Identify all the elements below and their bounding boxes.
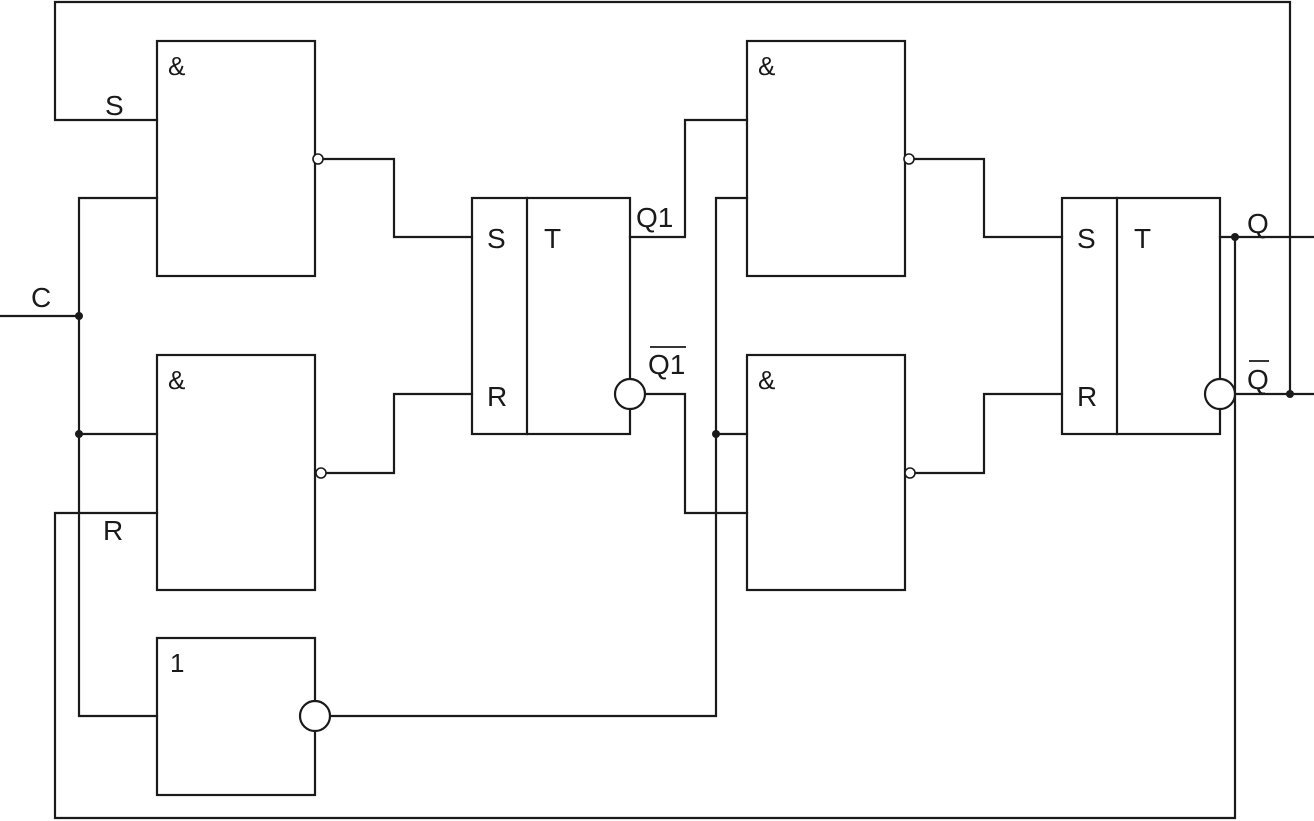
junction-c-input — [75, 312, 83, 320]
bubble-ff1-qbar — [613, 377, 647, 411]
ff1-label-s: S — [487, 223, 506, 254]
junction-c-and-bl — [75, 430, 83, 438]
and-symbol-bottom-right: & — [758, 365, 775, 395]
bubble-and-br-output — [904, 467, 916, 479]
junction-notc-and-br — [712, 430, 720, 438]
and-gate-bottom-left — [155, 353, 317, 592]
wire-r-feedback — [53, 235, 1237, 820]
ff1-label-t: T — [544, 223, 561, 254]
ff2-label-s: S — [1077, 223, 1096, 254]
wire-s-feedback — [53, 0, 1292, 396]
ff2-label-t: T — [1134, 223, 1151, 254]
flipflop1-block — [470, 196, 632, 436]
and-symbol-bottom-left: & — [168, 365, 185, 395]
bubble-and-tr-output — [903, 153, 915, 165]
wire-and-tr-to-ff2-s — [911, 157, 1064, 239]
ff2-label-q: Q — [1247, 208, 1269, 239]
ff2-label-qbar: Q — [1247, 364, 1269, 395]
ff1-label-r: R — [487, 381, 507, 412]
wire-ff1-qbar-to-and-br — [644, 392, 749, 515]
ff1-label-qbar: Q1 — [648, 349, 685, 380]
flipflop2-block — [1060, 196, 1222, 436]
and-symbol-top-right: & — [758, 51, 775, 81]
bubble-and-bl-output — [315, 467, 327, 479]
wire-not-output — [329, 196, 749, 718]
ff1-label-q: Q1 — [636, 202, 673, 233]
wire-and-tl-to-ff1-s — [321, 157, 474, 239]
label-s: S — [105, 90, 124, 121]
bubble-and-tl-output — [312, 153, 324, 165]
junction-q-feedback — [1231, 233, 1239, 241]
wire-and-bl-to-ff1-r — [321, 392, 474, 475]
label-c: C — [31, 282, 51, 313]
label-r: R — [103, 515, 123, 546]
junction-qbar-feedback — [1286, 390, 1294, 398]
bubble-ff2-qbar — [1203, 377, 1237, 411]
wire-ff1-q-to-and-tr — [628, 118, 749, 239]
wire-c-rail — [77, 196, 159, 718]
bubble-not-output — [298, 699, 332, 733]
not-symbol: 1 — [170, 648, 184, 678]
wire-and-br-to-ff2-r — [911, 392, 1064, 475]
and-symbol-top-left: & — [168, 51, 185, 81]
ff2-label-r: R — [1077, 381, 1097, 412]
